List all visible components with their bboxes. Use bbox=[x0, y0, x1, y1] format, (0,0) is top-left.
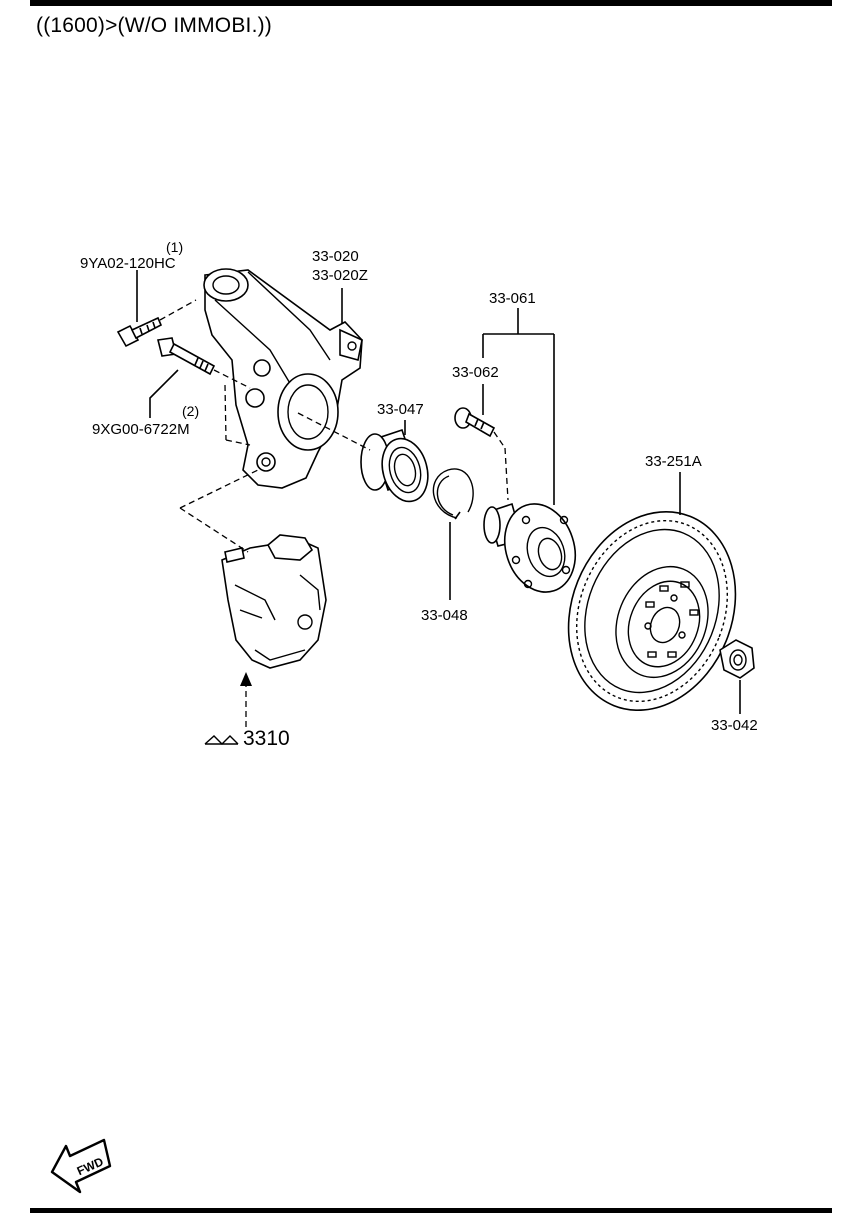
brake-disc[interactable] bbox=[540, 486, 765, 735]
label-nut: 33-042 bbox=[711, 717, 758, 734]
label-bolt-1-index: (1) bbox=[166, 239, 183, 255]
label-caliper-ref[interactable]: 3310 bbox=[243, 727, 290, 750]
label-bearing: 33-047 bbox=[377, 401, 424, 418]
label-knuckle-1: 33-020 bbox=[312, 248, 359, 265]
diagram-title: ((1600)>(W/O IMMOBI.)) bbox=[36, 14, 272, 37]
wheel-hub[interactable] bbox=[483, 495, 586, 602]
label-hub-assy: 33-061 bbox=[489, 290, 536, 307]
leader-bolt-2 bbox=[149, 369, 179, 418]
label-bolt-2-number: 9XG00-6722M bbox=[92, 421, 190, 438]
label-disc: 33-251A bbox=[645, 453, 702, 470]
bottom-border bbox=[30, 1208, 832, 1213]
label-bolt-1-number: 9YA02-120HC bbox=[80, 255, 176, 272]
bolt-2[interactable] bbox=[157, 337, 216, 376]
fwd-arrow-icon: FWD bbox=[50, 1138, 112, 1194]
wheel-bearing[interactable] bbox=[360, 428, 435, 507]
leader-hub-assy bbox=[482, 308, 555, 505]
label-knuckle-2: 33-020Z bbox=[312, 267, 368, 284]
bolt-1[interactable] bbox=[116, 316, 163, 348]
hub-bolt[interactable] bbox=[454, 407, 496, 438]
reference-book-icon bbox=[204, 735, 239, 745]
label-hub-bolt: 33-062 bbox=[452, 364, 499, 381]
brake-caliper[interactable] bbox=[221, 534, 327, 669]
ref-arrow-head bbox=[240, 672, 252, 686]
label-snap-ring: 33-048 bbox=[421, 607, 468, 624]
snap-ring[interactable] bbox=[432, 468, 474, 520]
top-border bbox=[30, 0, 832, 6]
steering-knuckle[interactable] bbox=[203, 268, 363, 489]
hub-nut[interactable] bbox=[719, 639, 755, 679]
label-bolt-2-index: (2) bbox=[182, 403, 199, 419]
